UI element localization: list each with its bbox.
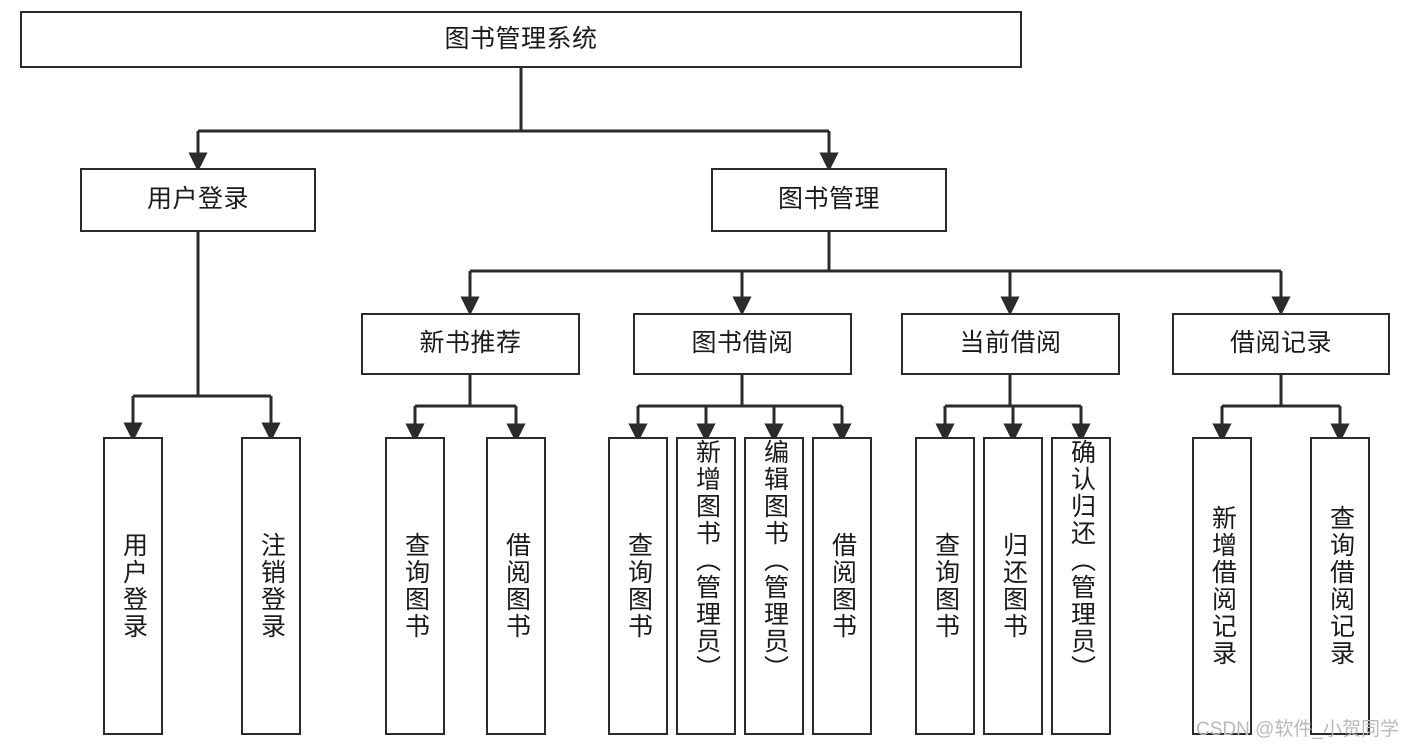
node-leaf-query-book-1-label: 查询图书 <box>401 532 430 640</box>
node-leaf-edit-book-admin[interactable]: 编辑图书（管理员） <box>744 437 804 735</box>
node-leaf-borrow-book-1[interactable]: 借阅图书 <box>486 437 546 735</box>
node-leaf-add-borrow-record[interactable]: 新增借阅记录 <box>1192 437 1252 735</box>
node-book-management-label: 图书管理 <box>777 185 880 214</box>
node-leaf-user-login-label: 用户登录 <box>119 532 148 640</box>
node-root[interactable]: 图书管理系统 <box>20 11 1022 68</box>
node-user-login[interactable]: 用户登录 <box>80 168 316 232</box>
node-book-borrow-label: 图书借阅 <box>691 329 794 358</box>
node-leaf-return-book-label: 归还图书 <box>999 532 1028 640</box>
node-new-book-recommend-label: 新书推荐 <box>419 329 522 358</box>
node-leaf-add-book-admin[interactable]: 新增图书（管理员） <box>676 437 736 735</box>
node-leaf-query-book-2-label: 查询图书 <box>624 532 653 640</box>
node-leaf-query-book-1[interactable]: 查询图书 <box>385 437 445 735</box>
node-leaf-add-book-admin-label: 新增图书（管理员） <box>692 439 721 682</box>
node-leaf-borrow-book-2-label: 借阅图书 <box>828 532 857 640</box>
node-leaf-edit-book-admin-label: 编辑图书（管理员） <box>760 439 789 682</box>
node-leaf-query-borrow-record-label: 查询借阅记录 <box>1326 505 1355 667</box>
csdn-watermark: CSDN @软件_小贺同学 <box>1196 719 1399 740</box>
node-current-borrow-label: 当前借阅 <box>959 329 1062 358</box>
node-current-borrow[interactable]: 当前借阅 <box>901 313 1120 375</box>
node-leaf-logout-login[interactable]: 注销登录 <box>241 437 301 735</box>
node-book-management[interactable]: 图书管理 <box>711 168 947 232</box>
node-new-book-recommend[interactable]: 新书推荐 <box>361 313 580 375</box>
node-book-borrow[interactable]: 图书借阅 <box>633 313 852 375</box>
node-leaf-user-login[interactable]: 用户登录 <box>103 437 163 735</box>
node-leaf-query-book-3-label: 查询图书 <box>931 532 960 640</box>
node-leaf-confirm-return-admin[interactable]: 确认归还（管理员） <box>1051 437 1111 735</box>
node-user-login-label: 用户登录 <box>146 185 249 214</box>
node-leaf-borrow-book-1-label: 借阅图书 <box>502 532 531 640</box>
node-leaf-confirm-return-admin-label: 确认归还（管理员） <box>1067 439 1096 682</box>
node-root-label: 图书管理系统 <box>444 24 598 53</box>
node-leaf-add-borrow-record-label: 新增借阅记录 <box>1208 505 1237 667</box>
node-borrow-record-label: 借阅记录 <box>1229 329 1332 358</box>
node-borrow-record[interactable]: 借阅记录 <box>1172 313 1390 375</box>
node-leaf-query-borrow-record[interactable]: 查询借阅记录 <box>1310 437 1370 735</box>
node-leaf-logout-login-label: 注销登录 <box>257 532 286 640</box>
node-leaf-query-book-3[interactable]: 查询图书 <box>915 437 975 735</box>
node-leaf-borrow-book-2[interactable]: 借阅图书 <box>812 437 872 735</box>
node-leaf-query-book-2[interactable]: 查询图书 <box>608 437 668 735</box>
node-leaf-return-book[interactable]: 归还图书 <box>983 437 1043 735</box>
